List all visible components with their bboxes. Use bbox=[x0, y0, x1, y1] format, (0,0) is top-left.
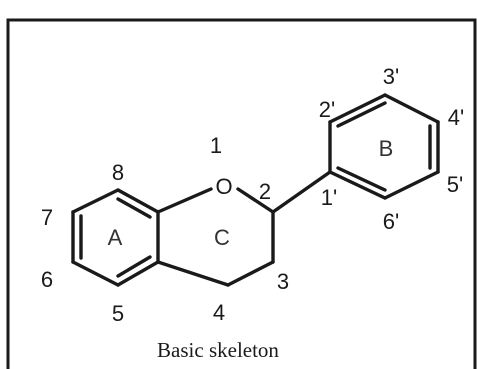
ring-a-bonds bbox=[71, 188, 160, 287]
position-8-label: 8 bbox=[112, 160, 124, 185]
position-5prime-label: 5' bbox=[447, 172, 463, 197]
position-6-label: 6 bbox=[41, 267, 53, 292]
ring-a-label: A bbox=[108, 225, 123, 250]
oxygen-atom-label: O bbox=[215, 174, 232, 199]
figure-frame bbox=[6, 18, 477, 369]
position-1prime-label: 1' bbox=[321, 185, 337, 210]
position-7-label: 7 bbox=[41, 205, 53, 230]
ring-b-bonds bbox=[328, 93, 440, 200]
position-5-label: 5 bbox=[112, 301, 124, 326]
c2-c1prime-bond bbox=[271, 170, 332, 214]
ring-c-bonds bbox=[156, 187, 275, 287]
ring-b-label: B bbox=[379, 136, 394, 161]
position-3-label: 3 bbox=[277, 269, 289, 294]
position-2prime-label: 2' bbox=[319, 97, 335, 122]
position-2-label: 2 bbox=[259, 179, 271, 204]
position-4prime-label: 4' bbox=[448, 105, 464, 130]
position-6prime-label: 6' bbox=[383, 209, 399, 234]
position-4-label: 4 bbox=[213, 300, 225, 325]
ring-c-label: C bbox=[214, 225, 230, 250]
position-1-label: 1 bbox=[210, 133, 222, 158]
position-3prime-label: 3' bbox=[383, 64, 399, 89]
figure-caption: Basic skeleton bbox=[157, 338, 279, 362]
